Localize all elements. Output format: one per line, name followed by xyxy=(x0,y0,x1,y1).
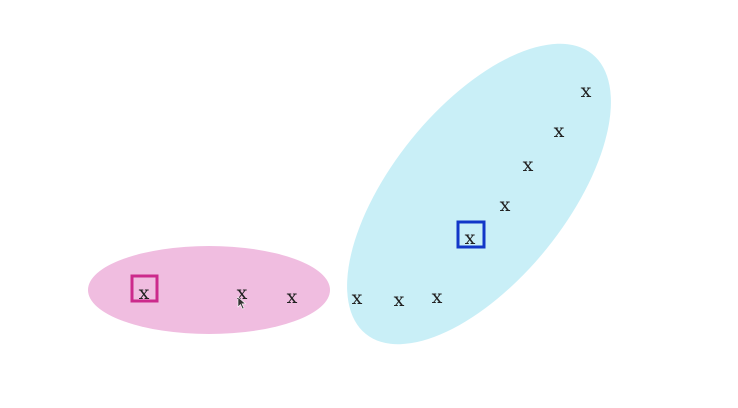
pink-point: x xyxy=(237,282,248,304)
cyan-point: x xyxy=(394,289,405,311)
cyan-cluster-points: x x x x x x x x xyxy=(352,80,592,311)
mouse-cursor-icon xyxy=(237,296,247,310)
cyan-point-centroid: x xyxy=(465,227,476,249)
pink-cluster-region xyxy=(88,246,330,334)
cyan-point: x xyxy=(581,80,592,102)
pink-point-centroid: x xyxy=(139,282,150,304)
cyan-point: x xyxy=(352,287,363,309)
cyan-centroid-marker xyxy=(456,220,486,249)
cyan-point: x xyxy=(432,286,443,308)
pink-cluster-points: x x x xyxy=(139,282,298,308)
cyan-cluster-region xyxy=(347,43,611,345)
pink-centroid-marker xyxy=(130,274,159,303)
pink-point: x xyxy=(287,286,298,308)
cyan-point: x xyxy=(554,120,565,142)
cyan-point: x xyxy=(500,194,511,216)
cyan-point: x xyxy=(523,154,534,176)
